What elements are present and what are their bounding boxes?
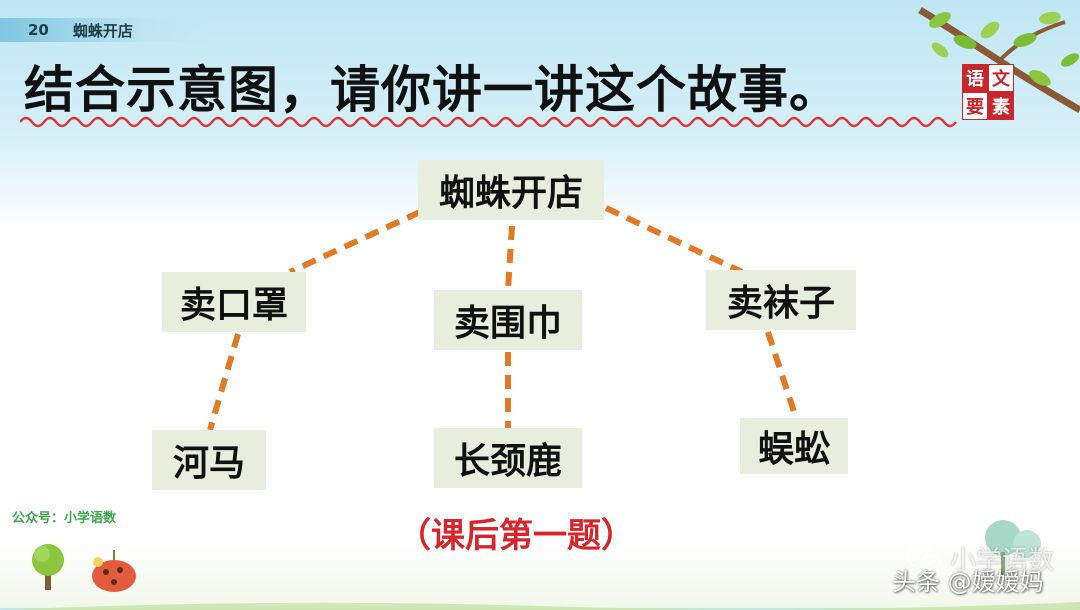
lesson-number: 20 [28, 21, 49, 39]
caption: （课后第一题） [397, 516, 635, 556]
node-leaf-centipede: 蜈蚣 [740, 418, 848, 474]
connector-root-to-socks [604, 205, 744, 275]
node-root: 蜘蛛开店 [418, 160, 604, 220]
bush-decoration [985, 520, 1041, 576]
node-leaf-hippo: 河马 [152, 430, 266, 490]
seal-char: 语 [962, 64, 988, 92]
lesson-title: 蜘蛛开店 [72, 21, 133, 40]
wechat-logo-icon [907, 546, 941, 570]
node-leaf-giraffe: 长颈鹿 [434, 428, 582, 488]
seal-stamp: 语 文 要 素 [962, 64, 1014, 120]
seal-char: 要 [962, 92, 988, 120]
seal-char: 素 [988, 92, 1014, 120]
connector-socks-to-centipede [765, 331, 799, 419]
node-branch-socks: 卖袜子 [706, 270, 856, 330]
ladybug-decoration [92, 550, 136, 592]
watermark-main: 头条 @嫒嫒妈 [892, 568, 1044, 596]
connector-masks-to-hippo [207, 333, 241, 431]
seal-char: 文 [988, 64, 1014, 92]
lesson-tab: 20 蜘蛛开店 [0, 18, 210, 42]
watermark-faint: 小学语数 [950, 546, 1055, 576]
wechat-account: 公众号：小学语数 [12, 511, 117, 526]
node-branch-scarf: 卖围巾 [434, 290, 582, 350]
tree-branch-decoration [918, 6, 1080, 114]
connector-root-to-masks [288, 209, 422, 275]
node-branch-masks: 卖口罩 [162, 272, 306, 332]
connector-root-to-scarf [505, 225, 515, 291]
wavy-underline [20, 116, 957, 128]
page-heading: 结合示意图，请你讲一讲这个故事。 [24, 61, 840, 119]
tree-decoration [32, 544, 64, 590]
